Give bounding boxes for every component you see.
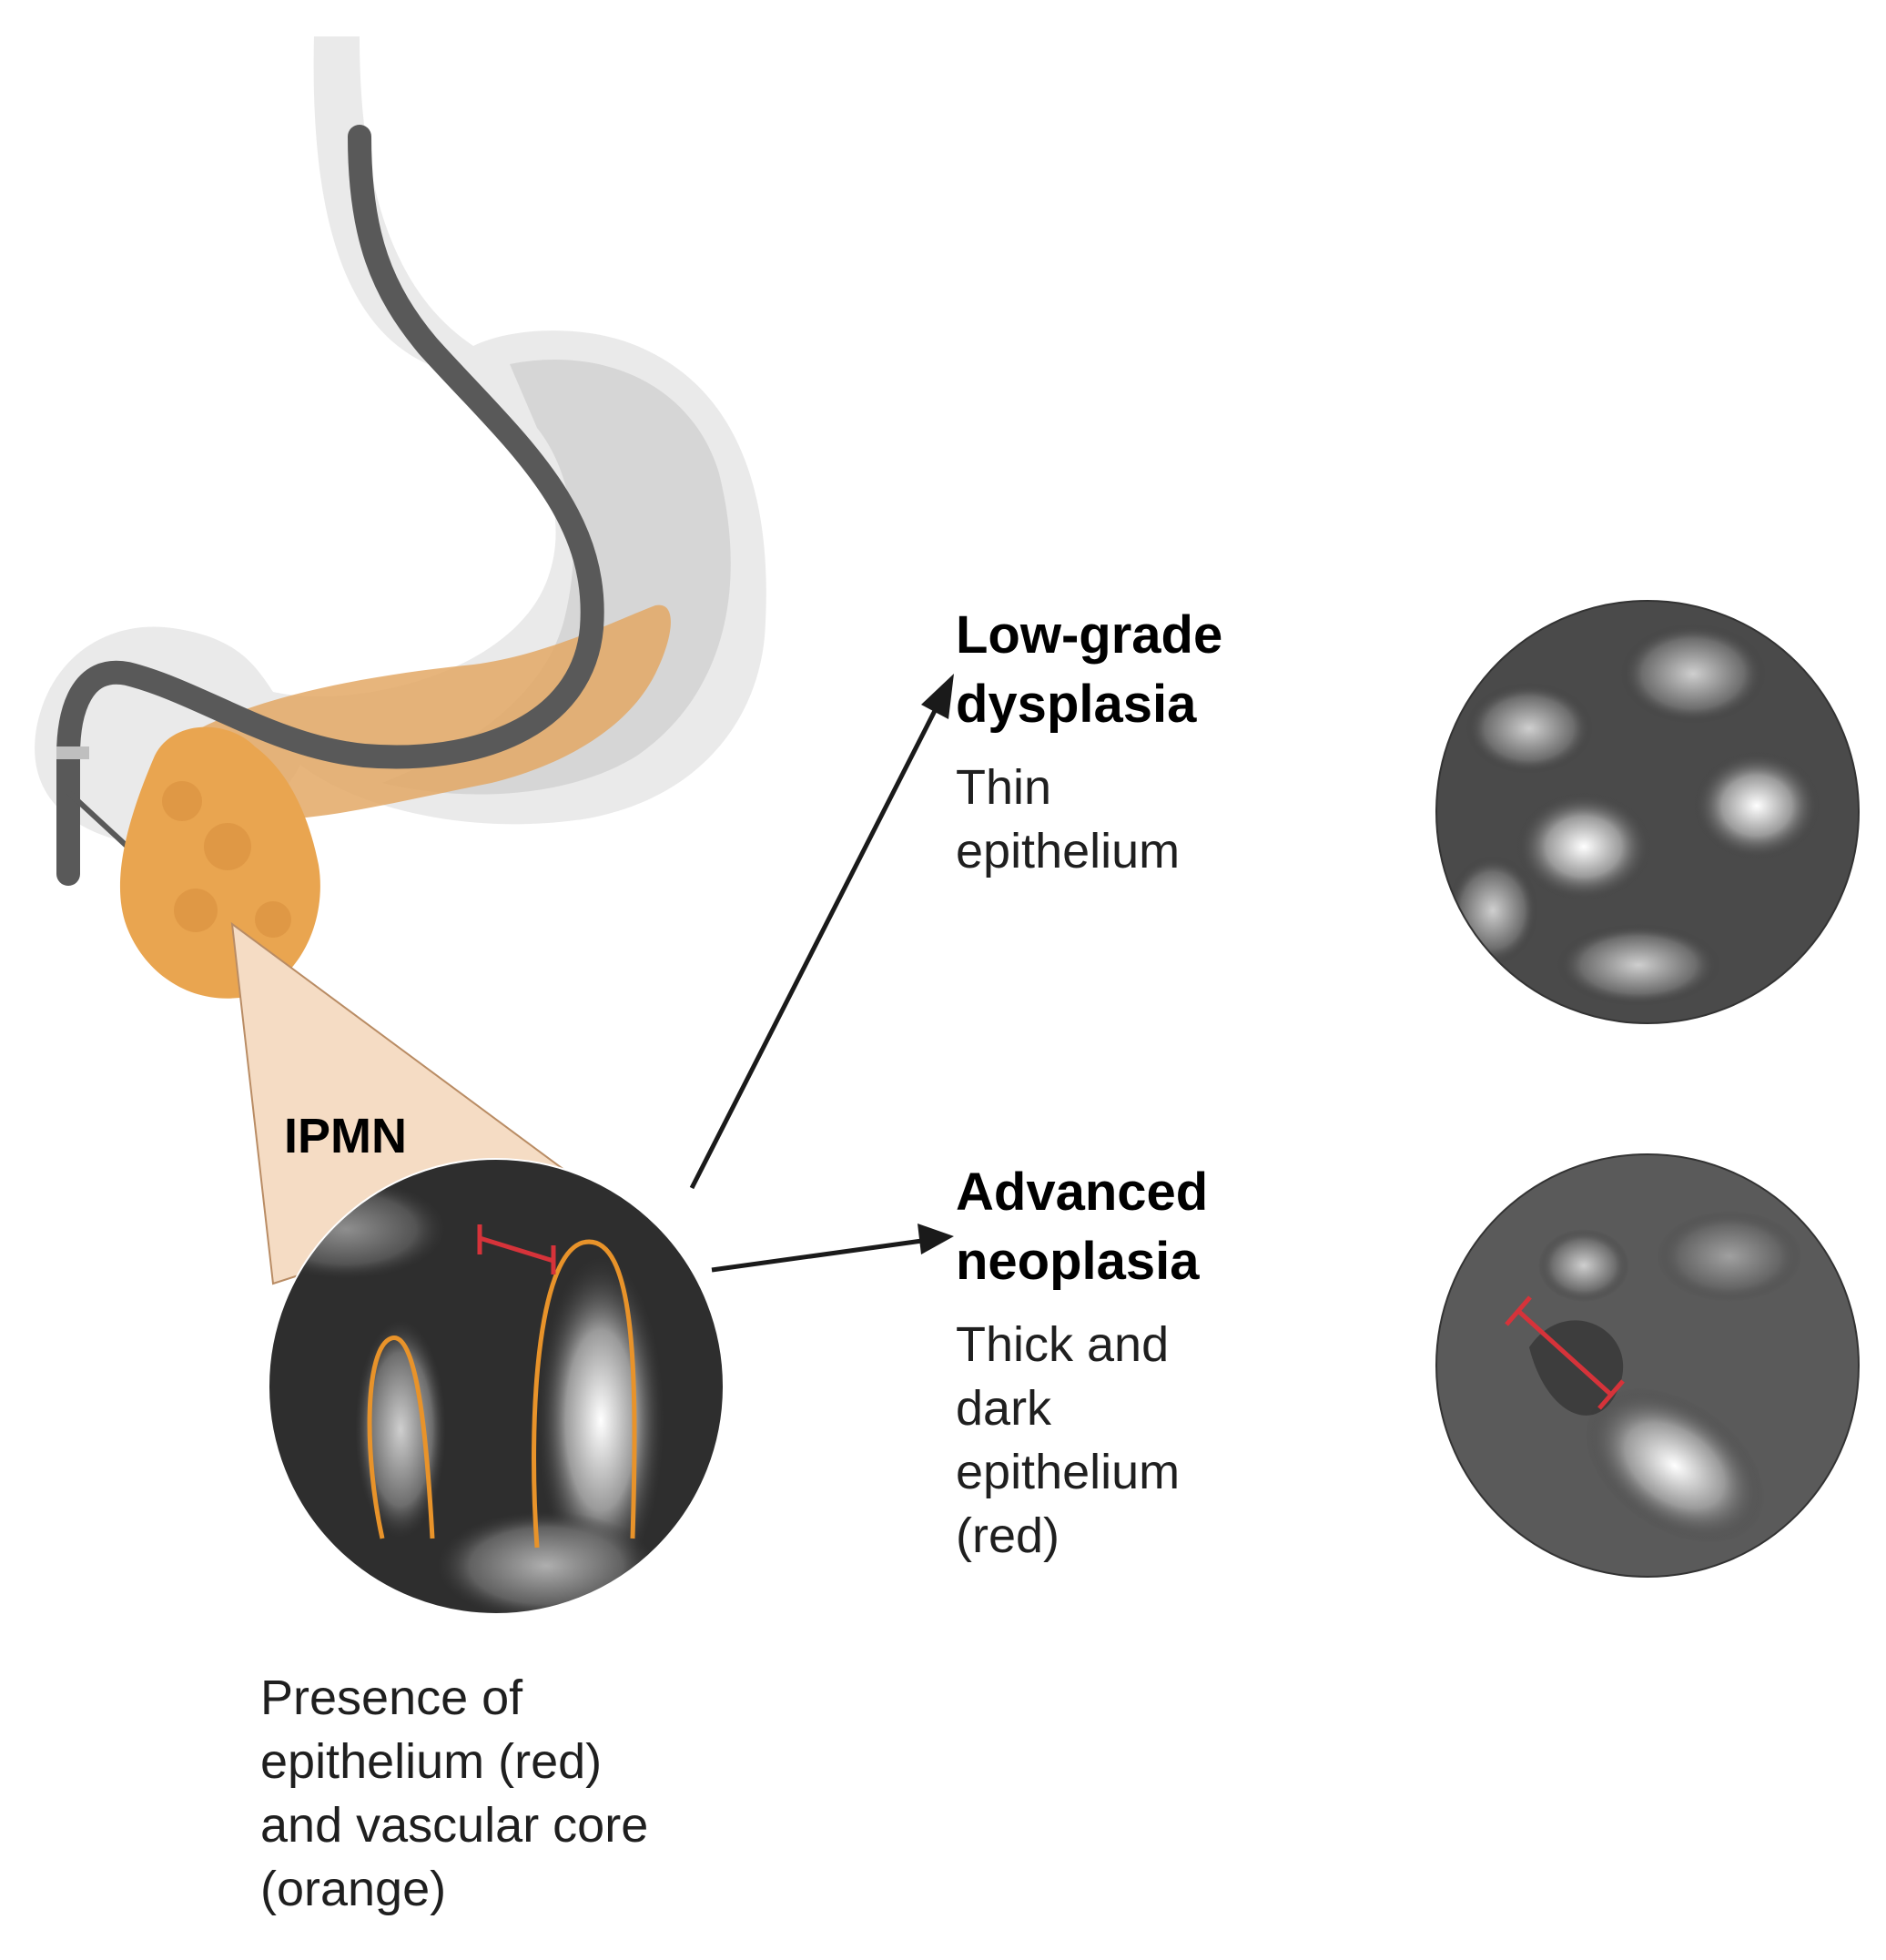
pancreas-illustration [195,604,671,819]
advanced-desc-line3: epithelium [956,1445,1181,1499]
endoscope-illustration [56,125,604,886]
thick-epithelium-marker [1505,1295,1625,1410]
presence-line2: epithelium (red) [260,1734,603,1789]
vascular-core-outline [532,1239,637,1549]
epithelium-marker [477,1224,556,1275]
low-grade-desc-line2: epithelium [956,824,1181,878]
advanced-confocal-image [1436,1154,1859,1577]
advanced-desc-line1: Thick and [956,1317,1170,1372]
low-grade-title-line2: dysplasia [956,675,1197,734]
vascular-core-outline [367,1335,435,1539]
advanced-desc-line4: (red) [956,1508,1060,1563]
ipmn-label: IPMN [284,1109,407,1163]
advanced-title-line1: Advanced [956,1163,1209,1222]
low-grade-title-line1: Low-grade [956,605,1223,665]
low-grade-desc-line1: Thin [956,760,1052,815]
low-grade-confocal-image [1436,601,1859,1023]
cyst-illustration [119,726,320,999]
presence-line3: and vascular core [260,1798,649,1853]
advanced-desc-line2: dark [956,1381,1052,1436]
arrow-to-advanced [711,1224,954,1273]
presence-line4: (orange) [260,1862,447,1916]
presence-line1: Presence of [260,1671,523,1725]
arrow-to-low-grade [689,674,954,1190]
advanced-title-line2: neoplasia [956,1232,1200,1291]
